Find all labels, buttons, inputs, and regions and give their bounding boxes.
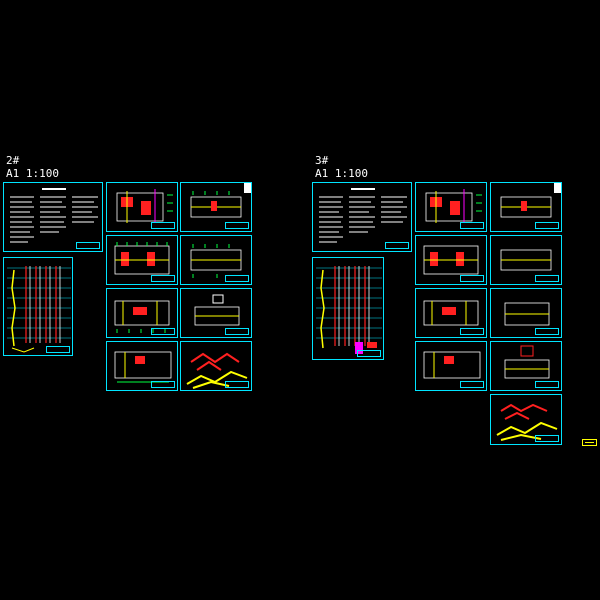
plan-drawing: [425, 189, 482, 223]
sheet-2-plan-2[interactable]: [106, 235, 178, 285]
set-2-title: 2#: [6, 154, 20, 167]
sheet-2-notes[interactable]: [3, 182, 103, 252]
plan-drawing: [423, 351, 481, 379]
notes-drawing: [10, 188, 98, 243]
axon-drawing: [496, 403, 558, 441]
sheet-2-axon[interactable]: [180, 341, 252, 391]
title-block: [535, 381, 559, 388]
title-block: [151, 275, 175, 282]
plan-drawing: [190, 244, 242, 278]
plan-drawing: [194, 294, 240, 326]
detached-block[interactable]: [582, 439, 597, 446]
title-block: [535, 222, 559, 229]
plan-drawing: [423, 245, 479, 275]
axon-drawing: [186, 352, 248, 389]
riser-drawing: [7, 266, 71, 353]
sheet-2-plan-6[interactable]: [180, 235, 252, 285]
set-2-scale: A1 1:100: [6, 167, 59, 180]
plan-drawing: [504, 345, 550, 379]
sheet-2-plan-7[interactable]: [180, 288, 252, 338]
plan-drawing: [116, 189, 173, 223]
notes-drawing: [319, 188, 407, 243]
plan-drawing: [114, 242, 170, 275]
title-block: [225, 275, 249, 282]
plan-drawing: [114, 351, 172, 383]
title-block: [225, 222, 249, 229]
sheet-3-notes[interactable]: [312, 182, 412, 252]
title-block: [460, 328, 484, 335]
plan-drawing: [190, 191, 242, 218]
plan-drawing: [500, 196, 552, 218]
title-block: [46, 346, 70, 353]
title-block: [535, 435, 559, 442]
plan-drawing: [504, 302, 550, 326]
set-3-scale: A1 1:100: [315, 167, 368, 180]
sheet-3-plan-7[interactable]: [490, 288, 562, 338]
sheet-3-plan-6[interactable]: [490, 235, 562, 285]
sheet-3-riser[interactable]: [312, 257, 384, 360]
sheet-2-plan-3[interactable]: [106, 288, 178, 338]
sheet-3-axon[interactable]: [490, 394, 562, 445]
title-block: [151, 222, 175, 229]
plan-drawing: [500, 249, 552, 271]
title-block: [460, 222, 484, 229]
sheet-2-plan-5[interactable]: [180, 182, 252, 232]
title-block: [225, 328, 249, 335]
title-block: [460, 275, 484, 282]
sheet-2-plan-4[interactable]: [106, 341, 178, 391]
sheet-3-plan-8[interactable]: [490, 341, 562, 391]
plan-drawing: [114, 300, 170, 333]
plan-drawing: [423, 300, 479, 326]
sheet-3-plan-5[interactable]: [490, 182, 562, 232]
sheet-3-plan-3[interactable]: [415, 288, 487, 338]
title-block: [535, 328, 559, 335]
title-block: [76, 242, 100, 249]
title-block: [385, 242, 409, 249]
sheet-2-riser[interactable]: [3, 257, 73, 356]
sheet-3-plan-2[interactable]: [415, 235, 487, 285]
white-marker: [244, 183, 251, 193]
title-block: [151, 328, 175, 335]
sheet-2-plan-1[interactable]: [106, 182, 178, 232]
title-block: [225, 381, 249, 388]
title-block: [535, 275, 559, 282]
title-block: [151, 381, 175, 388]
sheet-3-plan-1[interactable]: [415, 182, 487, 232]
title-block: [357, 350, 381, 357]
title-block: [460, 381, 484, 388]
white-marker: [554, 183, 561, 193]
sheet-3-plan-4[interactable]: [415, 341, 487, 391]
riser-drawing: [316, 266, 382, 354]
set-3-title: 3#: [315, 154, 329, 167]
